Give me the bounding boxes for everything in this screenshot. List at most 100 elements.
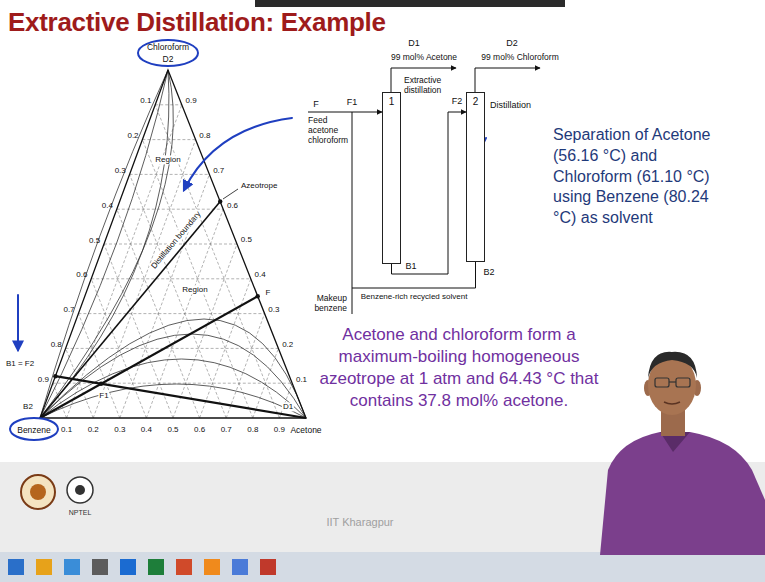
presenter bbox=[676, 378, 690, 387]
tick-value: 0.3 bbox=[268, 305, 279, 314]
nptel-logo bbox=[67, 477, 93, 503]
composition-point bbox=[53, 199, 260, 386]
stream-label: 99 mol% Chloroform bbox=[481, 53, 558, 63]
presenter bbox=[600, 352, 765, 555]
header-bar bbox=[255, 0, 565, 7]
tick-value: 0.6 bbox=[194, 425, 205, 434]
column-label: Extractive distillation bbox=[404, 76, 441, 96]
presenter bbox=[664, 402, 680, 404]
tick-value: 0.8 bbox=[247, 425, 258, 434]
pen-annotation bbox=[17, 295, 19, 350]
ternary-grid bbox=[173, 244, 237, 418]
nptel-logo bbox=[67, 477, 93, 503]
material-balance-line bbox=[55, 376, 306, 418]
vertex-label: Benzene bbox=[17, 426, 51, 436]
vertex-label: Acetone bbox=[290, 426, 321, 436]
stream-label: F2 bbox=[451, 96, 464, 106]
tick-value: 0.3 bbox=[115, 166, 126, 175]
institute-logo bbox=[21, 475, 55, 509]
material-balance-line bbox=[40, 296, 258, 418]
tick-value: 0.5 bbox=[167, 425, 178, 434]
point-label: F1 bbox=[98, 391, 109, 400]
point-label: D2 bbox=[163, 55, 174, 65]
stream-label: D1 bbox=[408, 38, 420, 48]
tick-value: 0.8 bbox=[51, 340, 62, 349]
taskbar bbox=[176, 559, 192, 575]
region-label: Region bbox=[181, 285, 208, 294]
presenter bbox=[669, 381, 676, 382]
composition-point bbox=[218, 199, 222, 203]
ternary-grid bbox=[117, 209, 223, 210]
taskbar bbox=[204, 559, 220, 575]
tick-value: 0.1 bbox=[140, 97, 151, 106]
tick-value: 0.7 bbox=[63, 306, 74, 315]
ternary-grid bbox=[78, 313, 264, 314]
point-label: D1 bbox=[282, 402, 294, 411]
tick-value: 0.5 bbox=[89, 236, 100, 245]
tick-value: 0.6 bbox=[76, 271, 87, 280]
tick-value: 0.4 bbox=[141, 425, 152, 434]
taskbar bbox=[148, 559, 164, 575]
tick-value: 0.2 bbox=[282, 340, 293, 349]
stream-label: Feed acetone chloroform bbox=[308, 116, 348, 145]
stream-label: Benzene-rich recycled solvent bbox=[360, 292, 469, 301]
ternary-grid bbox=[91, 278, 251, 279]
tick-value: 0.2 bbox=[88, 425, 99, 434]
taskbar bbox=[8, 559, 24, 575]
ternary-grid bbox=[155, 105, 279, 418]
ternary-grid bbox=[155, 104, 182, 105]
material-balance-line bbox=[40, 296, 306, 418]
watermark: IIT Kharagpur bbox=[326, 516, 393, 529]
tick-value: 0.4 bbox=[102, 201, 113, 210]
slide-title: Extractive Distillation: Example bbox=[8, 8, 386, 38]
tick-value: 0.6 bbox=[227, 201, 238, 210]
residue-curve bbox=[40, 319, 306, 418]
tick-value: 0.4 bbox=[255, 271, 266, 280]
vertex-label: Chloroform bbox=[147, 43, 189, 53]
stream-label: 99 mol% Acetone bbox=[391, 53, 457, 63]
logo-text: NPTEL bbox=[69, 509, 92, 517]
stream-label: F bbox=[313, 99, 319, 109]
pen-annotation bbox=[10, 418, 58, 440]
presenter bbox=[648, 352, 697, 378]
point-label: F bbox=[266, 288, 271, 297]
tick-value: 0.5 bbox=[241, 236, 252, 245]
residue-curve bbox=[40, 359, 306, 418]
taskbar bbox=[64, 559, 80, 575]
composition-point bbox=[53, 374, 57, 378]
distillation-column: 1 bbox=[382, 92, 401, 264]
institute-logo bbox=[30, 484, 46, 500]
process-stream bbox=[352, 112, 476, 288]
point-label: B2 bbox=[23, 402, 33, 411]
stream-label: B1 bbox=[405, 261, 416, 271]
point-label: B1 = F2 bbox=[6, 359, 34, 368]
ternary-grid bbox=[130, 174, 210, 175]
tick-value: 0.1 bbox=[61, 425, 72, 434]
presenter bbox=[655, 378, 669, 387]
composition-point bbox=[256, 294, 260, 298]
tick-value: 0.2 bbox=[127, 132, 138, 141]
tick-value: 0.7 bbox=[213, 166, 224, 175]
taskbar bbox=[0, 552, 765, 582]
stream-label: B2 bbox=[483, 267, 494, 277]
ternary-grid bbox=[53, 105, 292, 418]
tick-value: 0.8 bbox=[199, 131, 210, 140]
residue-curve bbox=[40, 70, 173, 418]
leader-line bbox=[223, 189, 238, 199]
stream-line bbox=[308, 112, 352, 113]
nptel-logo bbox=[75, 485, 85, 495]
institute-logo bbox=[21, 475, 55, 509]
ternary-grid bbox=[120, 174, 210, 418]
stream-line bbox=[352, 288, 353, 314]
taskbar bbox=[232, 559, 248, 575]
taskbar bbox=[0, 552, 765, 582]
stream-label: D2 bbox=[506, 38, 518, 48]
stream-line bbox=[475, 68, 540, 92]
column-number: 2 bbox=[467, 93, 484, 107]
tick-value: 0.1 bbox=[296, 375, 307, 384]
pen-annotation bbox=[138, 40, 198, 66]
region-label: Region bbox=[154, 155, 181, 164]
